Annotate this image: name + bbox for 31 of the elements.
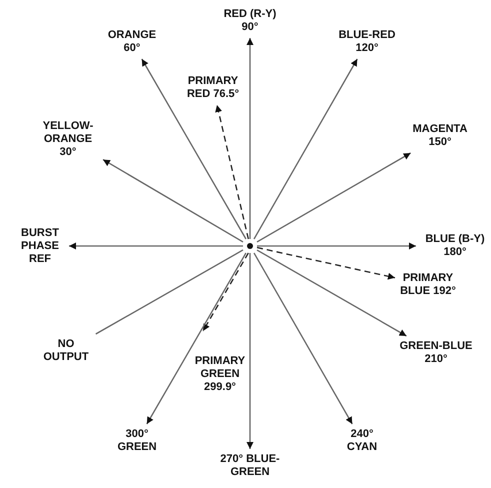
dashed-arrow [202, 252, 249, 332]
dashed-arrow [215, 104, 249, 240]
arrow [141, 58, 247, 240]
arrow [253, 252, 353, 424]
dashed-arrow [256, 246, 396, 280]
arrow [146, 252, 246, 424]
phase-label: 300° GREEN [113, 428, 161, 454]
phase-label: PRIMARY RED 76.5° [184, 75, 242, 101]
arrow [102, 159, 244, 242]
center-point [247, 243, 253, 249]
phase-label: ORANGE 60° [104, 29, 160, 55]
phase-label: NO OUTPUT [38, 338, 94, 364]
phase-label: BLUE-RED 120° [336, 29, 398, 55]
phase-label: BURST PHASE REF [15, 226, 65, 266]
arrow [69, 242, 243, 250]
line [95, 249, 244, 335]
arrow [256, 249, 407, 337]
phase-label: 270° BLUE-GREEN [212, 453, 288, 479]
phase-label: PRIMARY BLUE 192° [399, 272, 457, 298]
phase-label: GREEN-BLUE 210° [398, 340, 474, 366]
arrow [257, 242, 416, 250]
arrow [246, 253, 254, 449]
phase-label: BLUE (B-Y) 180° [420, 233, 490, 259]
arrow [256, 152, 411, 242]
phase-label: MAGENTA 150° [409, 123, 471, 149]
arrow [246, 38, 254, 239]
phase-label: PRIMARY GREEN 299.9° [191, 354, 249, 394]
phase-label: YELLOW-ORANGE 30° [37, 120, 99, 158]
phase-label: 240° CYAN [341, 428, 383, 454]
arrow [253, 58, 358, 240]
phase-label: RED (R-Y) 90° [217, 8, 283, 34]
